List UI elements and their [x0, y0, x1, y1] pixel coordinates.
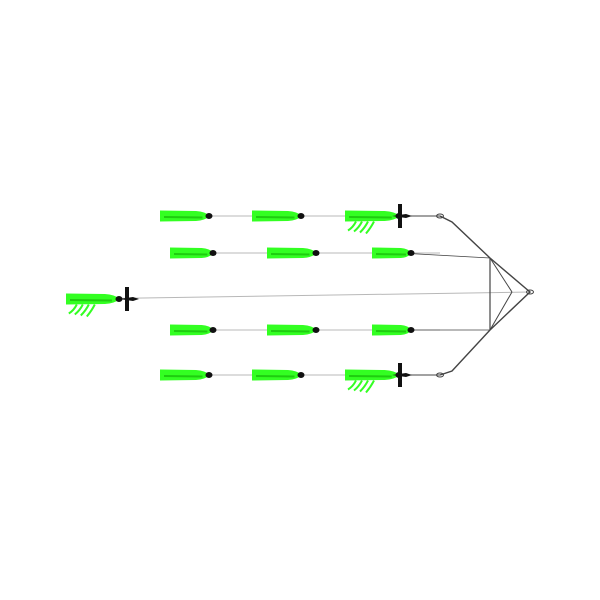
squid-lure: [170, 247, 217, 259]
squid-lure: [345, 369, 403, 394]
spreader-wire: [439, 215, 532, 376]
teaser-birds: [119, 204, 412, 387]
teaser-bird: [392, 363, 412, 387]
leader-lines: [79, 215, 531, 376]
swivel: [526, 289, 534, 295]
squid-lure: [372, 324, 415, 336]
squid-lure: [372, 247, 415, 259]
center-leader-line: [79, 291, 531, 300]
teaser-bird: [119, 287, 139, 311]
squid-lure: [252, 210, 305, 222]
squid-lure: [252, 369, 305, 381]
spreader-brace: [489, 257, 513, 293]
spreader-brace: [489, 291, 513, 331]
spreader-wire-frame: [399, 213, 534, 378]
swivel: [436, 213, 444, 219]
squid-lure: [170, 324, 217, 336]
teaser-bird: [392, 204, 412, 228]
row-connector: [399, 252, 491, 259]
squid-lure: [345, 210, 403, 235]
squid-lure: [160, 369, 213, 381]
squid-lures: [66, 210, 415, 394]
swivel: [436, 372, 444, 378]
squid-lure: [267, 324, 320, 336]
squid-lure: [267, 247, 320, 259]
squid-lure: [66, 293, 123, 318]
squid-lure: [160, 210, 213, 222]
